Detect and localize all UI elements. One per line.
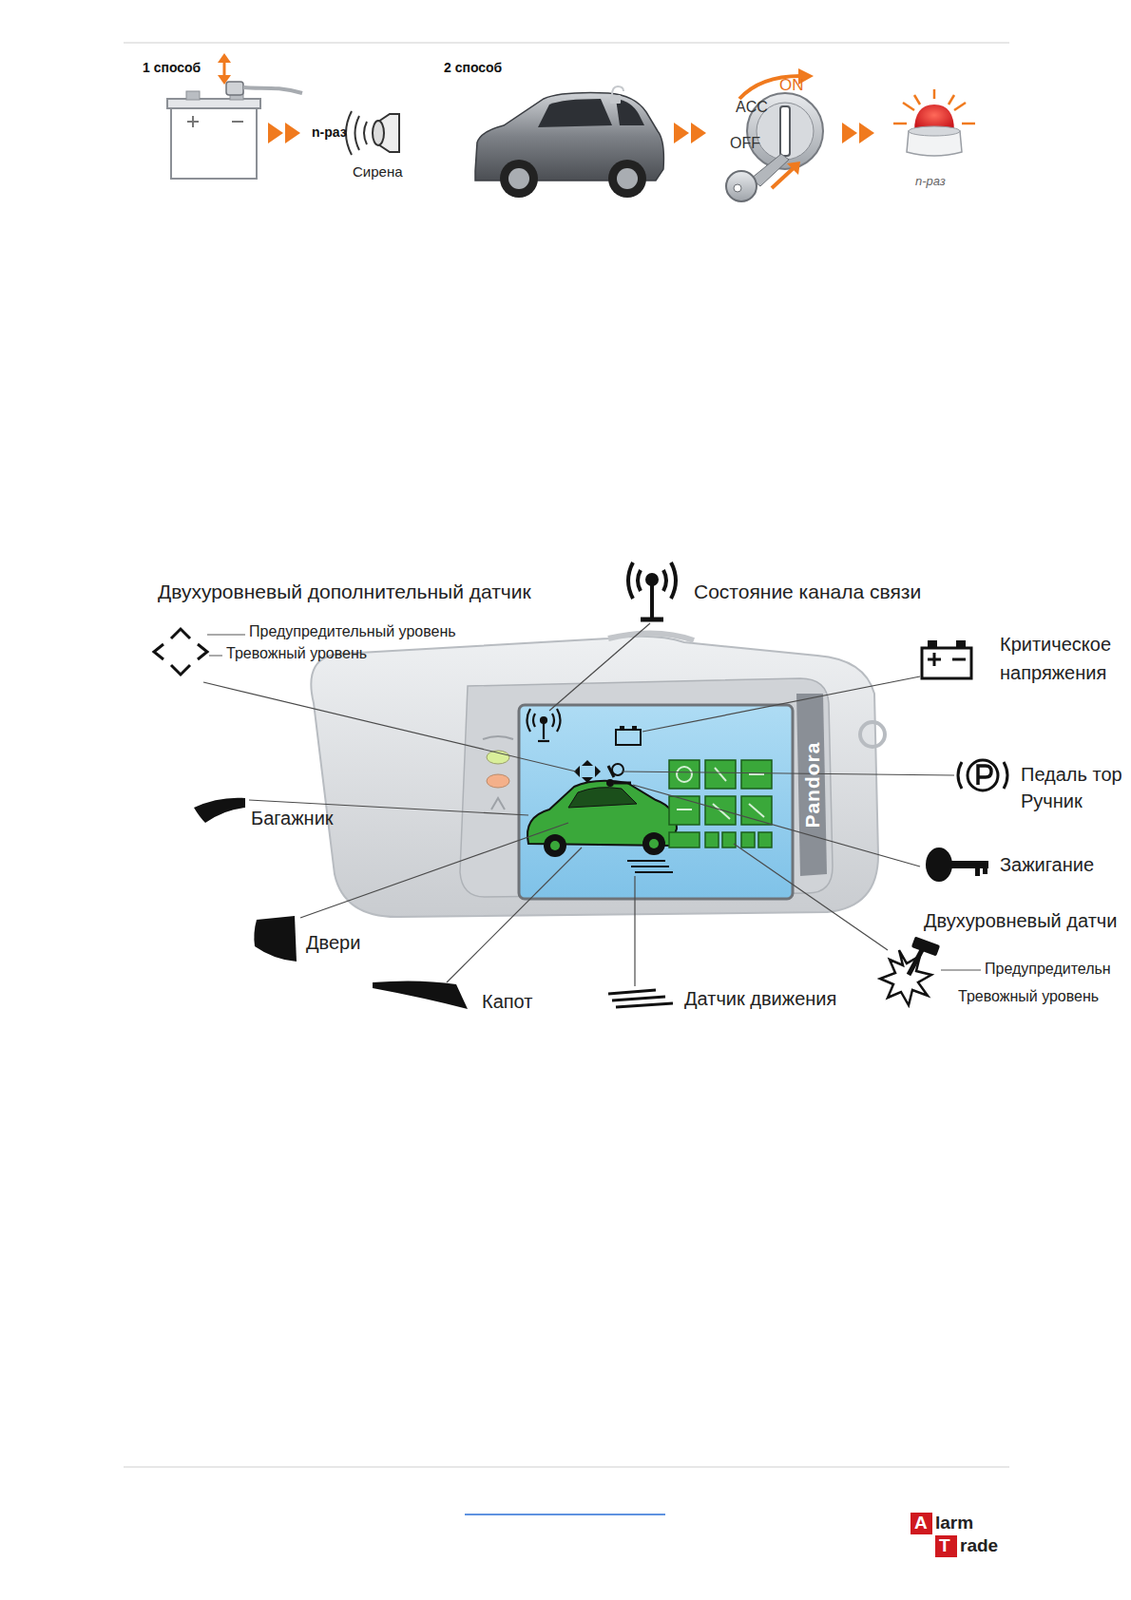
hood-icon [372,980,468,1010]
ignition-key-icon [925,847,989,882]
shock-sensor-icon [880,937,940,1006]
method-heading: 2 способ [443,59,502,76]
callout-label: Зажигание [999,854,1094,877]
switch-position: ON [779,76,805,96]
callout-label: Датчик движения [684,988,837,1011]
repeat-note: n-раз [311,124,347,140]
motion-sensor-icon [608,990,673,1008]
car-illustration [475,86,664,198]
antenna-icon [628,562,676,620]
leader-line [207,634,246,636]
footer-rule [123,1467,1010,1469]
door-icon [253,916,297,962]
leader-line [209,655,223,657]
callout-label: напряжения [999,662,1107,685]
keyfob-illustration [310,632,885,918]
callout-label: Педаль тор [1020,764,1123,786]
callout-label: Ручник [1020,790,1083,813]
trunk-icon [193,798,246,824]
logo-box [910,1513,933,1535]
callout-label: Состояние канала связи [693,580,921,604]
level-label: Предупредительн [984,960,1112,978]
repeat-note: n-раз [915,174,946,190]
link-underline [464,1514,666,1516]
brand-name: Pandora [801,741,825,828]
logo-text: rade [959,1535,998,1557]
siren-label: Сирена [352,163,403,180]
callout-label: Двухуровневый дополнительный датчик [157,580,532,604]
switch-position: ACC [735,98,768,116]
method-heading: 1 способ [142,59,201,76]
level-label: Тревожный уровень [958,988,1099,1006]
switch-position: OFF [729,134,761,153]
two-level-extra-sensor-icon [153,629,208,675]
battery-warning-icon [921,640,972,679]
leader-line [940,970,981,972]
beacon-icon [893,89,976,156]
level-label: Тревожный уровень [226,645,367,663]
leader-line [203,623,955,987]
orange-arrows [842,122,875,144]
orange-arrows [268,122,301,144]
logo-box [935,1535,958,1558]
callout-label: Багажник [250,807,334,830]
parking-brake-icon [958,760,1008,791]
logo-text: larm [935,1513,974,1534]
orange-arrows [673,122,707,144]
header-rule [123,42,1010,44]
callout-label: Двухуровневый датчи [923,910,1117,933]
logo-letter: A [914,1513,928,1534]
level-label: Предупредительный уровень [249,623,457,641]
callout-label: Критическое [999,633,1112,656]
callout-label: Двери [306,932,361,955]
siren-icon [345,111,400,155]
callout-label: Капот [481,991,533,1014]
logo-letter: T [939,1535,951,1557]
ignition-switch [726,68,824,202]
